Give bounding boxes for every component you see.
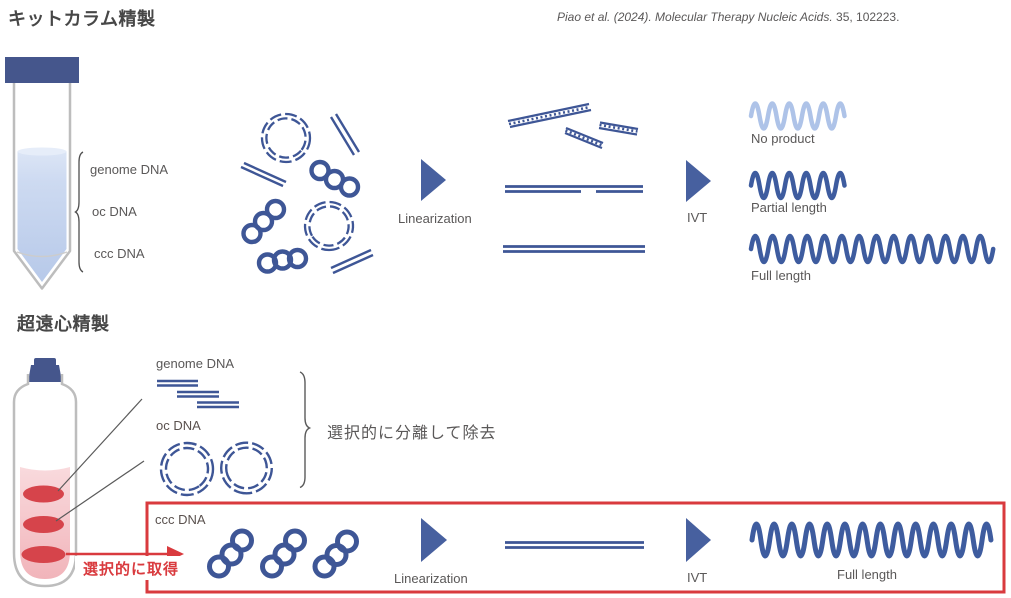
ultracentrifugation-title: 超遠心精製 bbox=[17, 314, 110, 334]
partial-length-wave bbox=[748, 170, 847, 201]
linearization-step-label: Linearization bbox=[398, 211, 472, 226]
full-linear-dna bbox=[505, 541, 644, 549]
oc-plasmid-circle bbox=[159, 441, 215, 497]
tube-label-ccc-dna: ccc DNA bbox=[94, 246, 145, 261]
citation: Piao et al. (2024). Molecular Therapy Nu… bbox=[557, 10, 899, 24]
ccc-supercoil-chain bbox=[309, 159, 361, 198]
tube-cap bbox=[34, 358, 56, 367]
tube-contents-brace bbox=[74, 151, 84, 273]
removal-brace bbox=[299, 371, 312, 489]
ultra-full-length-label: Full length bbox=[837, 567, 897, 582]
genome-dna-fragment bbox=[329, 113, 361, 156]
tube-outline bbox=[12, 374, 78, 588]
tube-label-genome-dna: genome DNA bbox=[90, 162, 169, 177]
ccc-dna-chains bbox=[207, 528, 359, 579]
ccc-supercoil-chain bbox=[207, 528, 254, 579]
tube-cap bbox=[5, 57, 79, 83]
cone-seam bbox=[16, 251, 68, 258]
linearization-step-label: Linearization bbox=[394, 571, 468, 586]
kit-column-tube bbox=[5, 57, 84, 290]
genome-fragment-ladder bbox=[564, 126, 604, 150]
tube-liquid bbox=[17, 148, 67, 282]
selective-acquisition-badge: 選択的に取得 bbox=[75, 556, 187, 580]
selective-removal-note: 選択的に分離して除去 bbox=[327, 425, 497, 442]
ivt-arrow-icon bbox=[686, 160, 711, 202]
ivt-step-label: IVT bbox=[687, 210, 708, 225]
ccc-supercoil-chain bbox=[241, 198, 287, 245]
ivt-arrow-icon bbox=[686, 518, 711, 562]
linearized-dna-pool bbox=[503, 102, 645, 253]
selected-ccc-box bbox=[145, 501, 1006, 594]
linearization-arrow-icon bbox=[421, 518, 447, 562]
partial-length-label: Partial length bbox=[751, 200, 827, 215]
ultra-ccc-dna-label: ccc DNA bbox=[155, 512, 206, 527]
citation-italic: Piao et al. (2024). Molecular Therapy Nu… bbox=[557, 10, 833, 24]
linearization-arrow-icon bbox=[421, 159, 446, 201]
oc-plasmid-circle bbox=[260, 112, 312, 164]
tube-label-oc-dna: oc DNA bbox=[92, 204, 137, 219]
no-product-label: No product bbox=[751, 131, 815, 146]
ccc-dna-band bbox=[21, 546, 66, 563]
band-pointer-line bbox=[57, 398, 143, 492]
genome-dna-fragment bbox=[240, 161, 287, 188]
tube-outline bbox=[12, 83, 72, 290]
citation-plain: 35, 102223. bbox=[832, 10, 900, 24]
oc-plasmid-circle bbox=[219, 441, 273, 495]
ccc-supercoil-chain bbox=[260, 528, 307, 579]
genome-fragment-ladder bbox=[598, 121, 639, 136]
nicked-linear-dna bbox=[505, 185, 643, 193]
full-linear-dna bbox=[503, 245, 645, 253]
oc-plasmid-circle bbox=[303, 200, 355, 252]
genome-dna-fragment bbox=[330, 248, 374, 275]
no-product-wave bbox=[748, 101, 847, 131]
full-length-wave bbox=[748, 233, 996, 265]
genome-dna-lines bbox=[157, 379, 239, 409]
tube-cap-base bbox=[28, 365, 62, 382]
genome-fragment-ladder bbox=[507, 102, 592, 129]
ultracentrifuge-tube bbox=[12, 358, 145, 588]
band-pointer-line bbox=[55, 460, 145, 522]
liquid-surface bbox=[17, 147, 67, 156]
oc-dna-band bbox=[23, 516, 64, 533]
full-length-wave bbox=[749, 521, 994, 559]
ccc-supercoil-chain bbox=[256, 247, 309, 274]
removed-species bbox=[157, 379, 273, 497]
full-length-label: Full length bbox=[751, 268, 811, 283]
ivt-step-label: IVT bbox=[687, 570, 708, 585]
ultra-genome-dna-label: genome DNA bbox=[156, 356, 235, 371]
ultra-oc-dna-label: oc DNA bbox=[156, 418, 201, 433]
plasmid-mixture bbox=[240, 112, 374, 275]
ccc-supercoil-chain bbox=[312, 529, 359, 579]
genome-dna-band bbox=[23, 485, 64, 503]
kit-column-title: キットカラム精製 bbox=[8, 9, 156, 29]
